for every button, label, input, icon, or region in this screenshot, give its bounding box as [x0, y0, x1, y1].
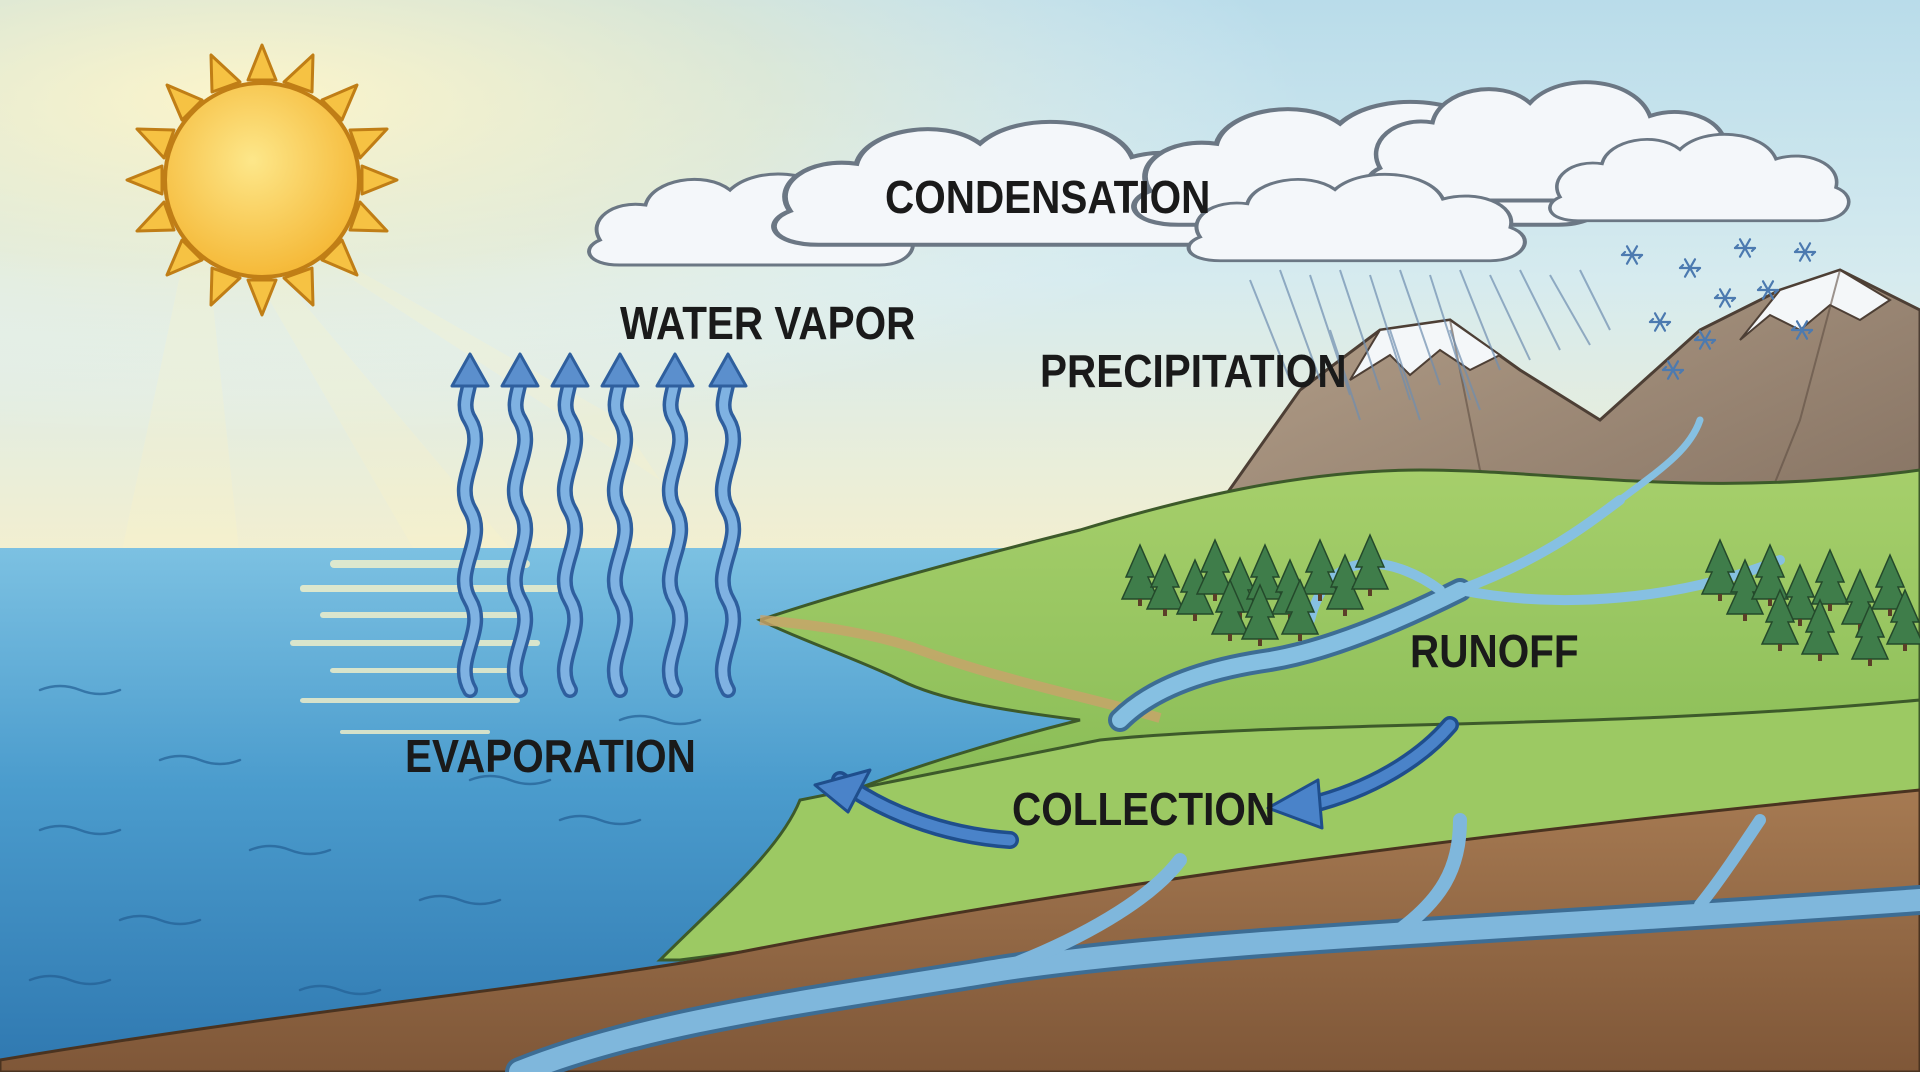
shore — [759, 615, 1162, 723]
soil-layer — [0, 788, 1920, 1072]
sun-icon — [125, 43, 399, 317]
curved-arrow-icon — [813, 716, 1459, 849]
label-water-vapor: WATER VAPOR — [620, 297, 916, 349]
groundwater-streams — [505, 813, 1920, 1072]
label-evaporation: EVAPORATION — [405, 730, 696, 782]
sun-reflection — [290, 560, 560, 734]
label-precipitation: PRECIPITATION — [1040, 345, 1347, 397]
label-collection: COLLECTION — [1012, 783, 1276, 835]
lower-grassland — [656, 698, 1920, 962]
rain-streak — [1249, 269, 1611, 421]
label-runoff: RUNOFF — [1410, 625, 1579, 677]
label-condensation: CONDENSATION — [885, 171, 1211, 223]
ocean-waves — [28, 684, 702, 996]
